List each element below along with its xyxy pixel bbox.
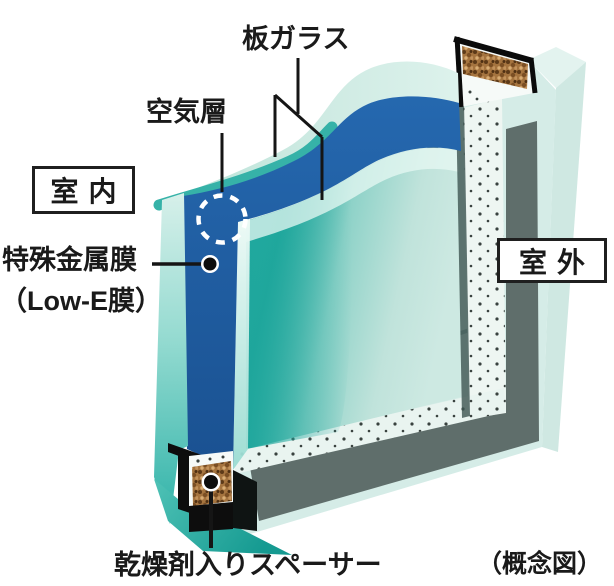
label-desiccant-spacer: 乾燥剤入りスペーサー <box>114 550 382 580</box>
indoor-pane <box>153 61 461 524</box>
spacer-bands <box>233 98 506 474</box>
label-outdoor-box: 室外 <box>497 238 607 283</box>
label-metal-film-line2: （Low-E膜） <box>0 286 162 316</box>
label-metal-film-line1: 特殊金属膜 <box>2 245 137 275</box>
leader-dots <box>201 255 221 492</box>
leader-lines <box>152 58 324 548</box>
bottom-edge-face <box>154 479 292 555</box>
air-layer-dashed-circle <box>196 193 248 245</box>
label-plate-glass: 板ガラス <box>242 24 350 54</box>
low-e-film-face <box>183 96 461 470</box>
label-indoor-box: 室内 <box>32 166 135 214</box>
label-indoor: 室内 <box>50 176 127 207</box>
air-layer-block <box>233 102 470 470</box>
label-outdoor: 室外 <box>518 246 595 278</box>
label-air-layer: 空気層 <box>146 97 227 127</box>
top-spacer-section <box>453 36 538 108</box>
label-conceptual-note: （概念図） <box>477 550 603 578</box>
